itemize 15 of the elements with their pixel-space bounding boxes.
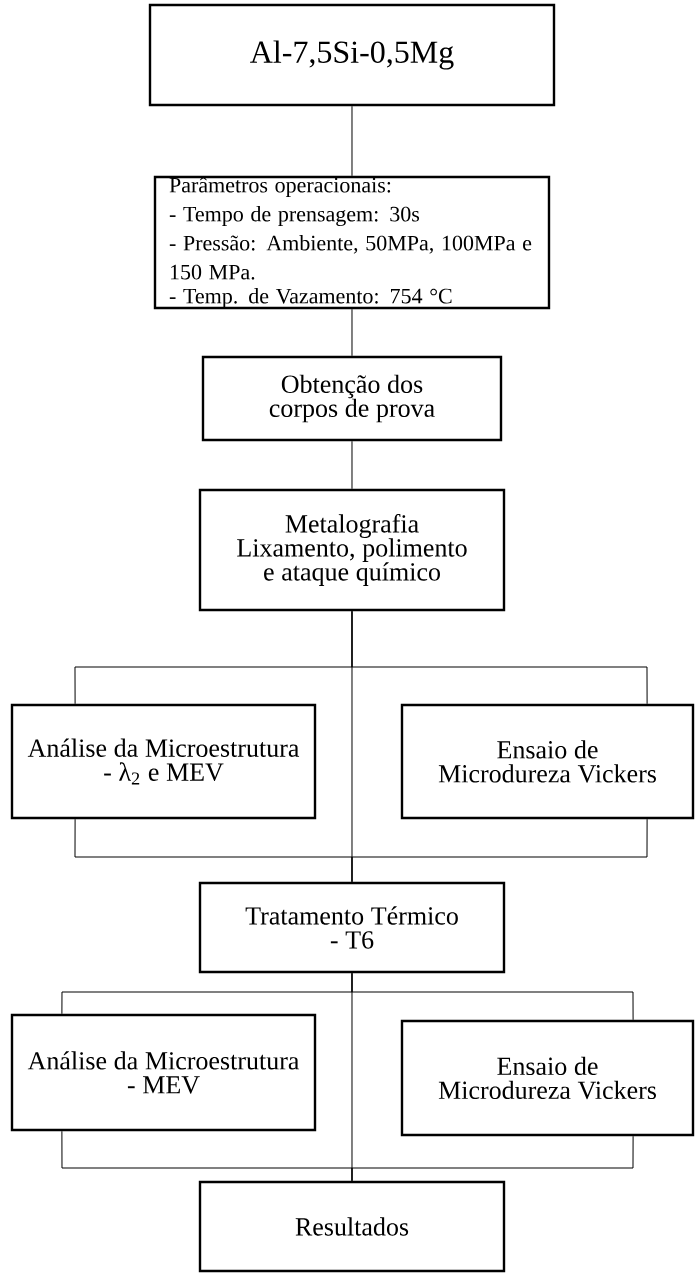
connector-line [351,105,353,177]
process-box: Análise da Microestrutura - λ$_{2}$ e MEV [10,703,317,820]
connector-line [351,1135,634,1182]
connector-line [351,818,648,883]
process-box: Al-7,5Si-0,5Mg [148,3,556,107]
process-box: Tratamento Térmico - T6 [198,881,506,974]
process-box: Obtenção dos corpos de prova [201,355,503,442]
process-box: Análise da Microestrutura - MEV [10,1013,317,1132]
process-box: Metalografia Lixamento, polimento e ataque químico [198,488,506,612]
process-box: Resultados [198,1180,506,1273]
connector-line [351,440,353,490]
process-box: Ensaio de Microdureza Vickers [400,1019,695,1137]
connector-line [351,308,353,357]
process-box: Parâmetros operacionais: - Tempo de prensagem: 30s - Pressão: Ambiente, 50MPa, 100MPa e 150 MPa. - Temp. de Vazamento: 754 °C [153,175,551,310]
process-box: Ensaio de Microdureza Vickers [400,703,695,820]
